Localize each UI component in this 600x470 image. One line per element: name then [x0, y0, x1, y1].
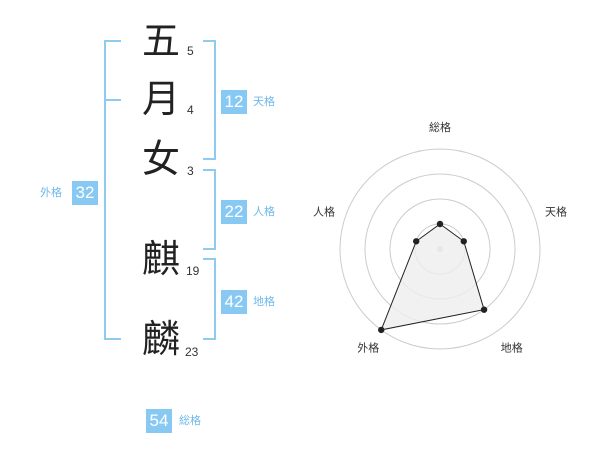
- radar-axis-label-5: 人格: [313, 204, 335, 218]
- radar-point-4: [378, 326, 385, 334]
- jinkaku-badge: 22: [221, 200, 247, 224]
- name-char-2: 月: [141, 77, 180, 121]
- chikaku-bracket: [203, 258, 216, 340]
- tenkaku-badge: 12: [221, 90, 247, 114]
- gaikaku-label: 外格: [40, 186, 62, 199]
- radar-point-3: [480, 306, 488, 313]
- gaikaku-bracket-tick: [104, 99, 121, 101]
- radar-grid-ring: [364, 173, 516, 325]
- gaikaku-badge: 32: [72, 181, 98, 205]
- gaikaku-bracket: [104, 40, 121, 340]
- stroke-count-4: 19: [186, 264, 200, 278]
- radar-grid-ring: [339, 148, 541, 350]
- radar-point-5: [413, 238, 420, 245]
- tenkaku-bracket: [203, 40, 216, 160]
- radar-axis-label-1: 総格: [429, 120, 451, 134]
- radar-axis-label-3: 地格: [501, 341, 523, 355]
- radar-axis-label-4: 外格: [357, 341, 379, 355]
- stroke-count-3: 3: [187, 164, 194, 178]
- radar-axis-label-2: 天格: [545, 204, 567, 218]
- stroke-count-5: 23: [185, 345, 199, 359]
- tenkaku-label: 天格: [253, 95, 275, 108]
- name-char-3: 女: [141, 137, 180, 181]
- jinkaku-label: 人格: [253, 205, 275, 218]
- jinkaku-bracket: [203, 169, 216, 250]
- radar-data-polygon: [380, 223, 485, 331]
- chikaku-badge: 42: [221, 290, 247, 314]
- name-char-1: 五: [141, 19, 180, 63]
- soukaku-label: 総格: [179, 414, 201, 427]
- name-char-5: 麟: [141, 317, 180, 361]
- chikaku-label: 地格: [253, 295, 275, 308]
- soukaku-badge: 54: [146, 409, 172, 433]
- radar-point-1: [436, 220, 444, 228]
- stroke-count-1: 5: [187, 44, 194, 58]
- stroke-count-2: 4: [187, 103, 194, 117]
- radar-point-2: [460, 238, 467, 245]
- name-char-4: 麒: [141, 237, 180, 281]
